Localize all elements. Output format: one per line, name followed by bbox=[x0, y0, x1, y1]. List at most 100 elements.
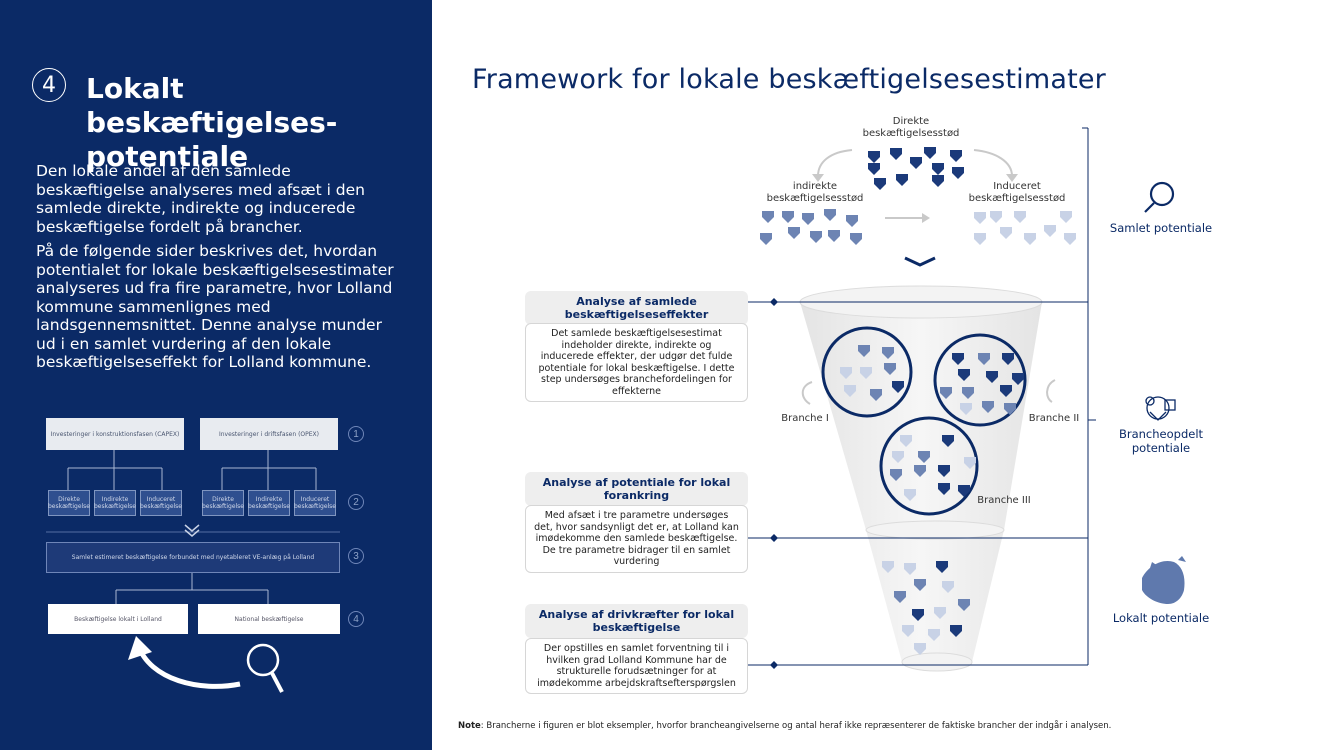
mini-step-4: 4 bbox=[348, 611, 364, 627]
employee-marker bbox=[990, 211, 1002, 223]
section-number-badge: 4 bbox=[32, 68, 66, 102]
intro-paragraph-1: Den lokale andel af den samlede beskæfti… bbox=[36, 162, 366, 236]
employee-marker bbox=[904, 563, 916, 575]
employee-marker bbox=[884, 363, 896, 375]
analysis-drivers-text: Der opstilles en samlet forventning til … bbox=[525, 638, 748, 694]
total-employment-box: Samlet estimeret beskæftigelse forbundet… bbox=[46, 542, 340, 573]
employee-marker bbox=[1024, 233, 1036, 245]
employee-marker bbox=[958, 485, 970, 497]
local-employment-box: Beskæftigelse lokalt i Lolland bbox=[48, 604, 188, 634]
opex-box: Investeringer i driftsfasen (OPEX) bbox=[200, 418, 338, 450]
employee-marker bbox=[942, 435, 954, 447]
employee-marker bbox=[858, 345, 870, 357]
employee-marker bbox=[914, 465, 926, 477]
employee-marker bbox=[914, 643, 926, 655]
side-label-total-potential: Samlet potentiale bbox=[1109, 221, 1213, 235]
branch-network-icon bbox=[1145, 396, 1176, 421]
employee-marker bbox=[962, 387, 974, 399]
capex-direct-box: Direkte beskæftigelse bbox=[48, 490, 90, 516]
employee-marker bbox=[914, 579, 926, 591]
indirect-employment-label: indirekte beskæftigelsesstød bbox=[766, 181, 864, 204]
employee-marker bbox=[942, 581, 954, 593]
employee-marker bbox=[828, 230, 840, 242]
employee-marker bbox=[974, 212, 986, 224]
intro-paragraph-2: På de følgende sider beskrives det, hvor… bbox=[36, 242, 394, 371]
lolland-map-icon bbox=[1142, 556, 1186, 604]
employee-marker bbox=[788, 227, 800, 239]
employee-marker bbox=[910, 157, 922, 169]
mini-step-2: 2 bbox=[348, 494, 364, 510]
capex-induced-box: Induceret beskæftigelse bbox=[140, 490, 182, 516]
employee-marker bbox=[824, 209, 836, 221]
employee-marker bbox=[1060, 211, 1072, 223]
employee-marker bbox=[1004, 403, 1016, 415]
direct-employment-label: Direkte beskæftigelsesstød bbox=[862, 116, 960, 139]
capex-indirect-box: Indirekte beskæftigelse bbox=[94, 490, 136, 516]
side-label-local-potential: Lokalt potentiale bbox=[1112, 611, 1210, 625]
employee-marker bbox=[844, 385, 856, 397]
employee-marker bbox=[762, 211, 774, 223]
branch-3-label: Branche III bbox=[977, 495, 1031, 506]
employee-marker bbox=[950, 150, 962, 162]
employee-marker bbox=[936, 561, 948, 573]
national-employment-box: National beskæftigelse bbox=[198, 604, 340, 634]
employee-marker bbox=[1014, 211, 1026, 223]
analysis-total-effects-heading: Analyse af samlede beskæftigelseseffekte… bbox=[525, 291, 748, 325]
analysis-drivers-heading: Analyse af drivkræfter for lokal beskæft… bbox=[525, 604, 748, 638]
employee-marker bbox=[958, 599, 970, 611]
side-label-branch-potential: Brancheopdelt potentiale bbox=[1118, 427, 1204, 455]
employee-marker bbox=[964, 457, 976, 469]
footnote-text: : Brancherne i figuren er blot eksempler… bbox=[480, 721, 1112, 731]
employee-marker bbox=[952, 167, 964, 179]
employee-marker bbox=[918, 451, 930, 463]
employee-marker bbox=[802, 213, 814, 225]
employee-marker bbox=[882, 347, 894, 359]
employee-marker bbox=[950, 625, 962, 637]
analysis-local-anchoring-heading: Analyse af potentiale for lokal forankri… bbox=[525, 472, 748, 506]
employee-marker bbox=[928, 629, 940, 641]
framework-title: Framework for lokale beskæftigelsesestim… bbox=[472, 64, 1106, 95]
employee-marker bbox=[894, 591, 906, 603]
employee-marker bbox=[952, 353, 964, 365]
employee-marker bbox=[882, 561, 894, 573]
employee-marker bbox=[1012, 373, 1024, 385]
induced-employment-label: Induceret beskæftigelsesstød bbox=[968, 181, 1066, 204]
employee-marker bbox=[960, 403, 972, 415]
footnote-label: Note bbox=[458, 721, 481, 731]
employee-marker bbox=[868, 151, 880, 163]
employee-marker bbox=[782, 211, 794, 223]
mini-step-1: 1 bbox=[348, 426, 364, 442]
employee-marker bbox=[1044, 225, 1056, 237]
employee-marker bbox=[896, 174, 908, 186]
employee-marker bbox=[892, 451, 904, 463]
analysis-total-effects-text: Det samlede beskæftigelsesestimat indeho… bbox=[525, 323, 748, 402]
employee-marker bbox=[860, 367, 872, 379]
employee-marker bbox=[974, 233, 986, 245]
employee-marker bbox=[1064, 233, 1076, 245]
employee-marker bbox=[900, 435, 912, 447]
employee-marker bbox=[760, 233, 772, 245]
employee-marker bbox=[934, 607, 946, 619]
employee-marker bbox=[892, 381, 904, 393]
opex-direct-box: Direkte beskæftigelse bbox=[202, 490, 244, 516]
branch-2-label: Branche II bbox=[1028, 413, 1080, 424]
employee-marker bbox=[958, 369, 970, 381]
employee-marker bbox=[932, 163, 944, 175]
employee-marker bbox=[1002, 353, 1014, 365]
employee-marker bbox=[940, 387, 952, 399]
mini-step-3: 3 bbox=[348, 548, 364, 564]
employee-marker bbox=[938, 483, 950, 495]
employee-marker bbox=[870, 389, 882, 401]
employee-marker bbox=[850, 233, 862, 245]
employee-marker bbox=[986, 371, 998, 383]
opex-indirect-box: Indirekte beskæftigelse bbox=[248, 490, 290, 516]
capex-box: Investeringer i konstruktionsfasen (CAPE… bbox=[46, 418, 184, 450]
footnote: Note: Brancherne i figuren er blot eksem… bbox=[458, 721, 1111, 731]
employee-marker bbox=[890, 148, 902, 160]
branch-1-label: Branche I bbox=[781, 413, 829, 424]
employee-marker bbox=[938, 465, 950, 477]
employee-marker bbox=[1000, 227, 1012, 239]
employee-marker bbox=[810, 231, 822, 243]
analysis-local-anchoring-text: Med afsæt i tre parametre undersøges det… bbox=[525, 505, 748, 573]
